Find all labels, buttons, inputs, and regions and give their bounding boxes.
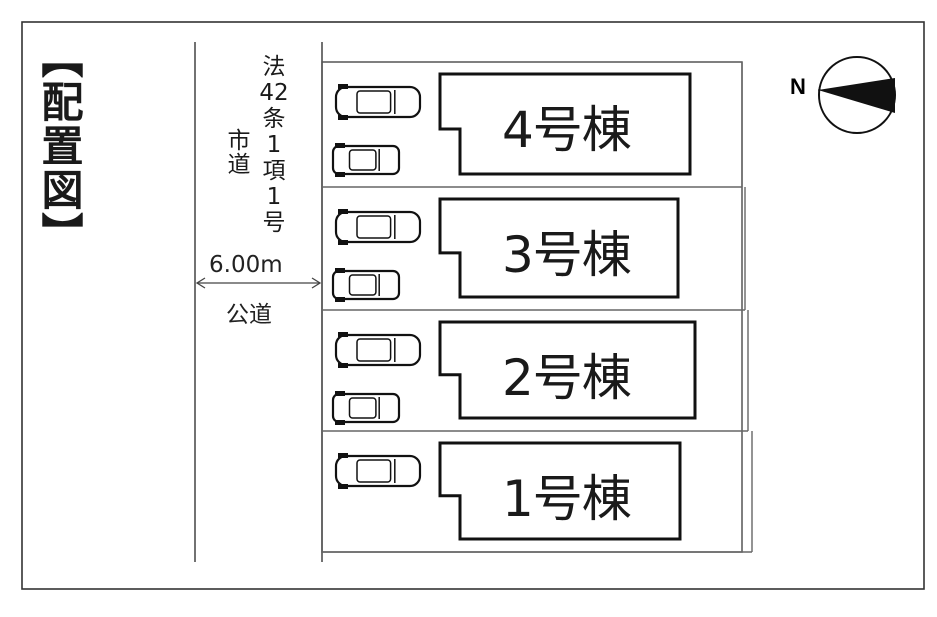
road-label-line: 1 xyxy=(266,184,282,210)
lot-1 xyxy=(322,431,753,553)
car-icon xyxy=(331,268,401,302)
car-icon xyxy=(334,209,422,245)
road-label-line: 法 xyxy=(262,54,286,80)
road-type-city-label: 市道 xyxy=(223,128,249,176)
outer-frame xyxy=(21,21,925,590)
building-label: 1号棟 xyxy=(502,470,632,528)
house-outline xyxy=(438,197,680,299)
car-icon xyxy=(334,332,422,368)
car-icon xyxy=(331,391,401,425)
road-label-line: 42 xyxy=(259,80,289,106)
road-width-arrow-right xyxy=(311,277,322,289)
road-width-label: 6.00m xyxy=(209,252,283,278)
north-arrow-icon xyxy=(818,56,896,134)
road-label-line: 1 xyxy=(266,132,282,158)
house-outline xyxy=(438,320,697,420)
page-title: 【配置図】 xyxy=(35,36,84,256)
road-label-line: 項 xyxy=(262,158,286,184)
road-label-line: 条 xyxy=(262,106,286,132)
lot-2 xyxy=(322,310,749,432)
road-public-label: 公道 xyxy=(226,302,272,328)
house-outline xyxy=(438,441,682,541)
car-icon xyxy=(331,143,401,177)
lots-group xyxy=(322,62,753,553)
house-outline xyxy=(438,72,692,176)
road-legal-label: 法 42 条 1 項 1 号 xyxy=(256,54,292,236)
building-label: 2号棟 xyxy=(502,349,632,407)
car-icon xyxy=(334,84,422,120)
north-letter: N xyxy=(790,74,806,99)
lot-4 xyxy=(322,62,743,188)
building-label: 4号棟 xyxy=(502,101,632,159)
road-width-arrow-left xyxy=(195,277,206,289)
building-label: 3号棟 xyxy=(502,226,632,284)
road-label-line: 号 xyxy=(262,210,286,236)
lot-3 xyxy=(322,187,746,311)
car-icon xyxy=(334,453,422,489)
